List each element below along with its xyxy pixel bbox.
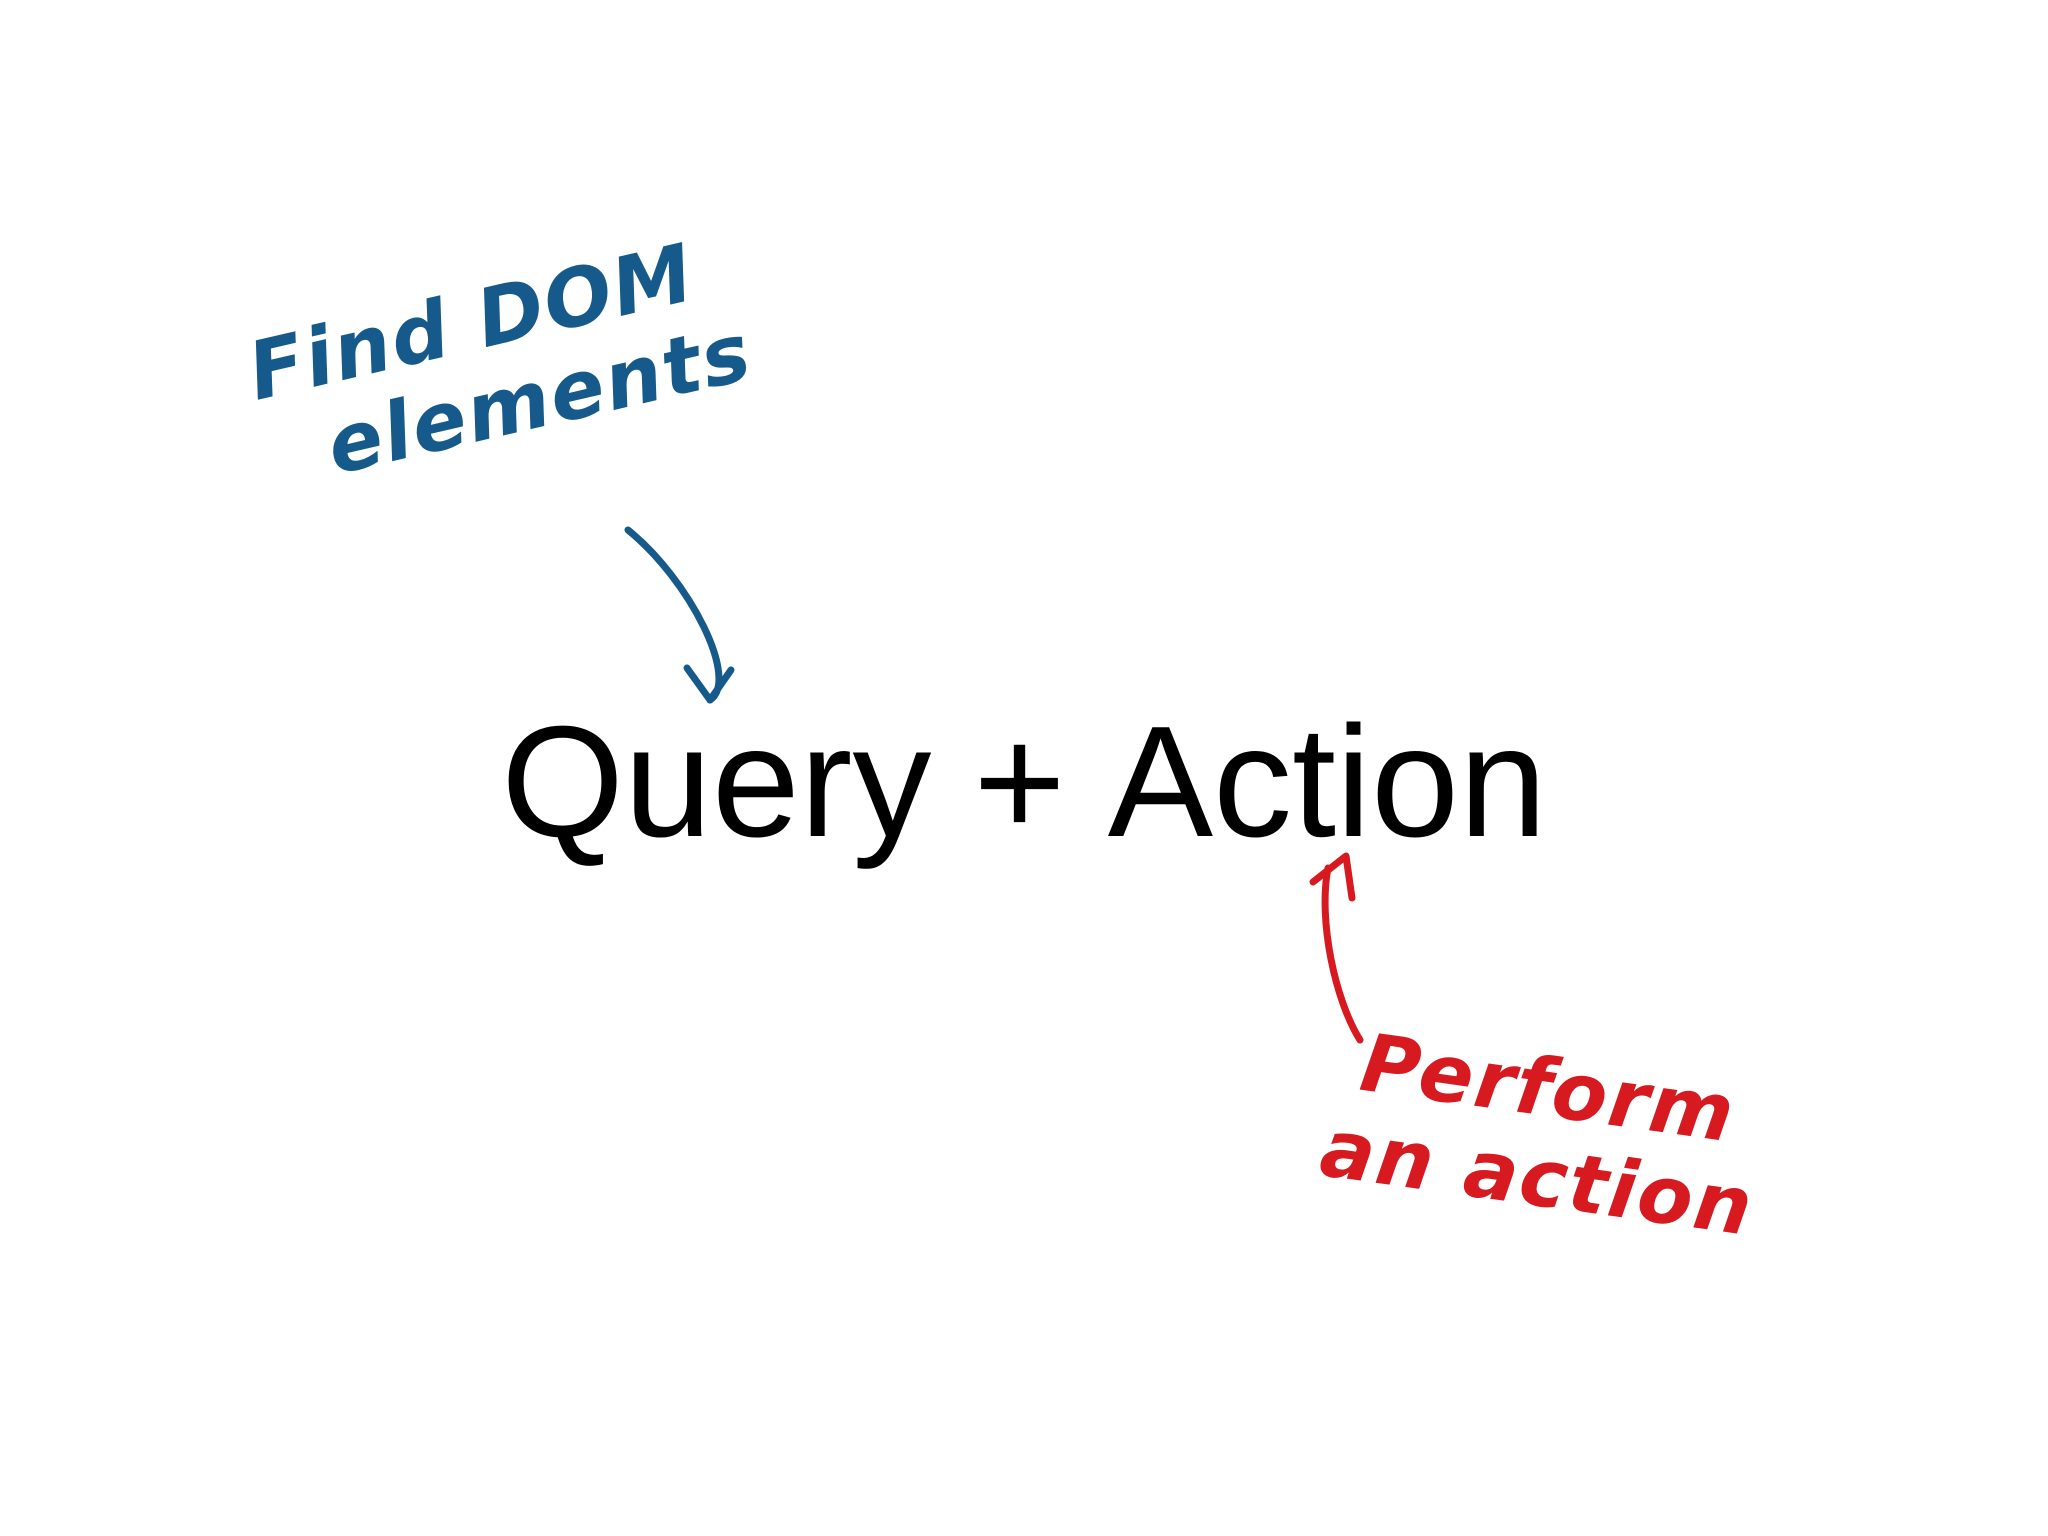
query-arrow-head bbox=[683, 664, 735, 704]
action-arrow-head bbox=[1309, 852, 1356, 902]
action-term: Action bbox=[1107, 694, 1547, 870]
plus-sign: + bbox=[973, 694, 1066, 870]
query-arrow-shaft bbox=[624, 526, 723, 704]
query-action-formula: Query+Action bbox=[0, 692, 2048, 872]
action-arrow bbox=[1309, 852, 1364, 1044]
query-arrow bbox=[624, 526, 735, 704]
query-term: Query bbox=[501, 694, 932, 870]
action-arrow-shaft bbox=[1321, 864, 1364, 1044]
